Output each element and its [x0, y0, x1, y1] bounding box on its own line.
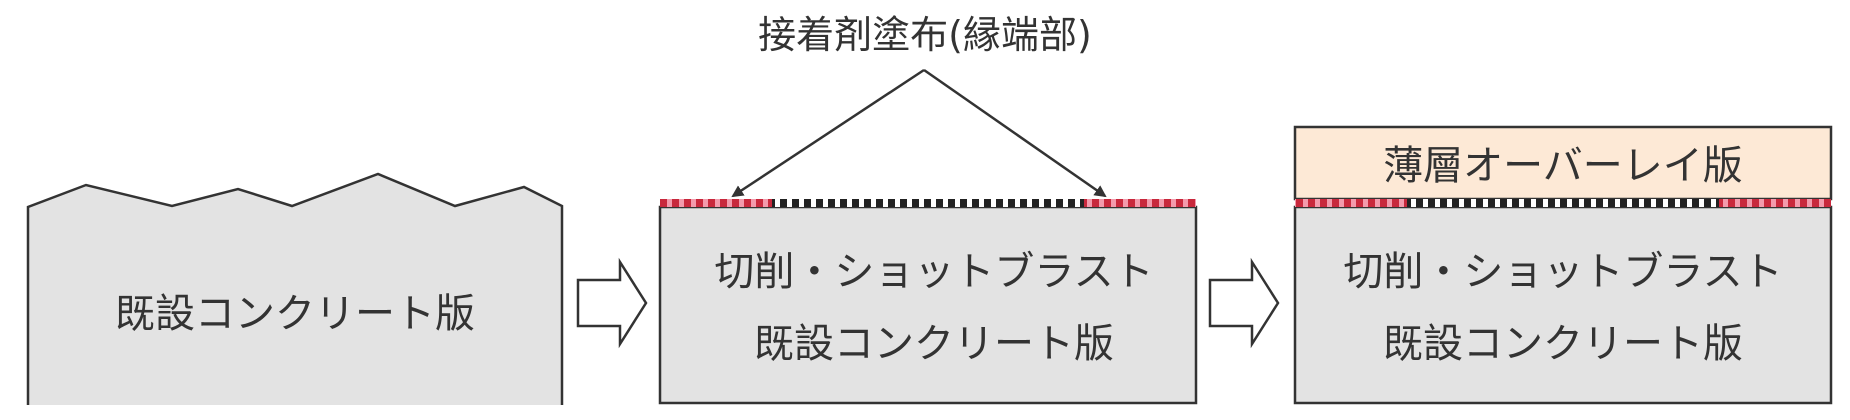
stage1-slab-shape — [26, 172, 564, 405]
stage3-label-line1: 切削・ショットブラスト — [1343, 249, 1782, 295]
stage3-overlay-slab: 薄層オーバーレイ版 切削・ショットブラスト 既設コンクリート版 — [1293, 125, 1833, 405]
adhesive-arrow-right — [923, 68, 1107, 198]
adhesive-arrow-left — [731, 68, 925, 198]
process-arrow-icon — [1208, 257, 1280, 349]
stage3-interface-dashes — [1407, 199, 1719, 207]
stage2-adhesive-edge-right — [1084, 199, 1196, 207]
adhesive-annotation-label: 接着剤塗布(縁端部) — [758, 13, 1092, 57]
stage2-adhesive-edge-left — [660, 199, 772, 207]
stage1-slab-label: 既設コンクリート版 — [115, 291, 475, 337]
stage2-label-line2: 既設コンクリート版 — [754, 321, 1114, 367]
stage3-overlay-layer — [1293, 125, 1833, 201]
stage3-adhesive-edge-left — [1295, 199, 1407, 207]
stage1-existing-slab: 既設コンクリート版 — [26, 172, 564, 405]
process-arrow-icon — [576, 257, 648, 349]
stage2-milled-slab: 切削・ショットブラスト 既設コンクリート版 — [658, 199, 1198, 405]
stage3-overlay-label: 薄層オーバーレイ版 — [1383, 143, 1743, 189]
stage2-interface-dashes — [772, 199, 1084, 207]
stage3-adhesive-edge-right — [1719, 199, 1831, 207]
stage3-slab-body — [1293, 205, 1833, 405]
stage3-label-line2: 既設コンクリート版 — [1383, 321, 1743, 367]
stage2-slab-body — [658, 205, 1198, 405]
stage2-label-line1: 切削・ショットブラスト — [714, 249, 1153, 295]
